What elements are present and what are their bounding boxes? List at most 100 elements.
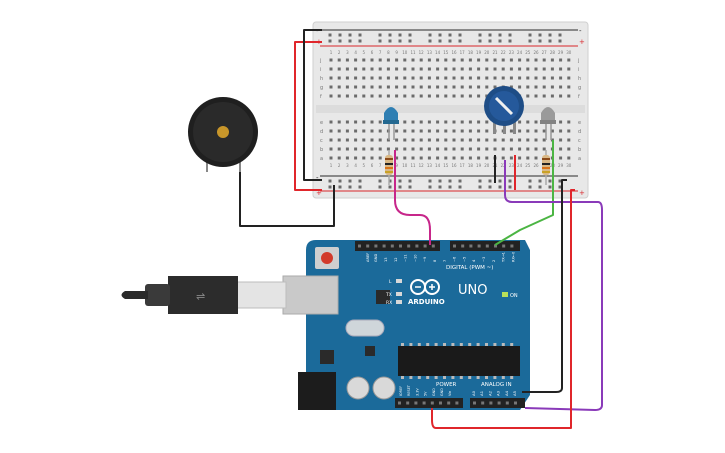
rail-hole[interactable] [458, 39, 462, 43]
breadboard-hole[interactable] [337, 120, 341, 124]
header-pin[interactable] [473, 401, 476, 405]
breadboard-hole[interactable] [362, 129, 366, 133]
breadboard-hole[interactable] [403, 67, 407, 71]
breadboard-hole[interactable] [518, 156, 522, 160]
breadboard-hole[interactable] [567, 94, 571, 98]
breadboard-hole[interactable] [444, 138, 448, 142]
breadboard-hole[interactable] [354, 76, 358, 80]
rail-hole[interactable] [398, 179, 402, 183]
breadboard-hole[interactable] [493, 147, 497, 151]
breadboard-hole[interactable] [509, 129, 513, 133]
power-header[interactable] [395, 398, 463, 408]
breadboard-hole[interactable] [460, 85, 464, 89]
rail-hole[interactable] [378, 185, 382, 189]
breadboard-hole[interactable] [493, 85, 497, 89]
breadboard-hole[interactable] [337, 138, 341, 142]
breadboard-hole[interactable] [509, 76, 513, 80]
breadboard-hole[interactable] [395, 76, 399, 80]
breadboard-hole[interactable] [345, 94, 349, 98]
breadboard-hole[interactable] [436, 156, 440, 160]
rail-hole[interactable] [398, 185, 402, 189]
header-pin[interactable] [502, 244, 506, 248]
breadboard-hole[interactable] [534, 156, 538, 160]
breadboard-hole[interactable] [444, 85, 448, 89]
breadboard-hole[interactable] [345, 147, 349, 151]
breadboard-hole[interactable] [354, 94, 358, 98]
breadboard-hole[interactable] [354, 138, 358, 142]
breadboard-hole[interactable] [518, 76, 522, 80]
breadboard-hole[interactable] [362, 76, 366, 80]
rail-hole[interactable] [548, 33, 552, 37]
breadboard-hole[interactable] [559, 138, 563, 142]
breadboard-hole[interactable] [477, 138, 481, 142]
rail-hole[interactable] [328, 185, 332, 189]
rail-hole[interactable] [378, 39, 382, 43]
breadboard-hole[interactable] [550, 129, 554, 133]
rail-hole[interactable] [398, 33, 402, 37]
rail-hole[interactable] [508, 179, 512, 183]
white-led[interactable] [540, 107, 556, 140]
header-pin[interactable] [497, 401, 501, 405]
breadboard-hole[interactable] [427, 120, 431, 124]
breadboard-hole[interactable] [337, 76, 341, 80]
rail-hole[interactable] [428, 39, 432, 43]
breadboard-hole[interactable] [452, 67, 456, 71]
breadboard-hole[interactable] [354, 120, 358, 124]
header-pin[interactable] [374, 244, 378, 248]
breadboard-hole[interactable] [518, 138, 522, 142]
breadboard-hole[interactable] [345, 85, 349, 89]
breadboard-hole[interactable] [362, 94, 366, 98]
breadboard-hole[interactable] [559, 58, 563, 62]
rail-hole[interactable] [488, 39, 492, 43]
breadboard-hole[interactable] [362, 85, 366, 89]
rail-hole[interactable] [388, 33, 392, 37]
breadboard-hole[interactable] [567, 129, 571, 133]
breadboard-hole[interactable] [378, 94, 382, 98]
rail-hole[interactable] [508, 39, 512, 43]
breadboard-hole[interactable] [370, 85, 374, 89]
breadboard-hole[interactable] [403, 94, 407, 98]
breadboard-hole[interactable] [403, 129, 407, 133]
breadboard-hole[interactable] [378, 138, 382, 142]
header-pin[interactable] [422, 401, 426, 405]
breadboard-hole[interactable] [329, 85, 333, 89]
breadboard-hole[interactable] [526, 85, 530, 89]
breadboard-hole[interactable] [362, 67, 366, 71]
breadboard-hole[interactable] [345, 156, 349, 160]
rail-hole[interactable] [428, 179, 432, 183]
breadboard-hole[interactable] [378, 76, 382, 80]
breadboard-hole[interactable] [395, 67, 399, 71]
breadboard-hole[interactable] [509, 156, 513, 160]
breadboard-hole[interactable] [460, 138, 464, 142]
wires[interactable] [239, 29, 603, 429]
breadboard-hole[interactable] [567, 120, 571, 124]
rail-hole[interactable] [438, 39, 442, 43]
breadboard-hole[interactable] [329, 129, 333, 133]
breadboard-hole[interactable] [329, 147, 333, 151]
resistor-1[interactable] [385, 150, 393, 185]
breadboard-hole[interactable] [419, 156, 423, 160]
rail-hole[interactable] [448, 185, 452, 189]
breadboard-hole[interactable] [329, 67, 333, 71]
breadboard-hole[interactable] [477, 129, 481, 133]
breadboard-hole[interactable] [427, 67, 431, 71]
rail-hole[interactable] [338, 33, 342, 37]
breadboard-hole[interactable] [337, 156, 341, 160]
breadboard-hole[interactable] [509, 138, 513, 142]
breadboard-hole[interactable] [468, 85, 472, 89]
breadboard-hole[interactable] [567, 76, 571, 80]
breadboard-hole[interactable] [419, 138, 423, 142]
breadboard-hole[interactable] [395, 85, 399, 89]
rail-hole[interactable] [398, 39, 402, 43]
breadboard-hole[interactable] [493, 58, 497, 62]
breadboard-hole[interactable] [452, 147, 456, 151]
rail-hole[interactable] [498, 39, 502, 43]
breadboard-hole[interactable] [550, 76, 554, 80]
breadboard-hole[interactable] [427, 76, 431, 80]
piezo-buzzer[interactable] [188, 97, 258, 172]
breadboard-hole[interactable] [485, 58, 489, 62]
breadboard-hole[interactable] [354, 58, 358, 62]
rail-hole[interactable] [328, 33, 332, 37]
header-pin[interactable] [494, 244, 497, 248]
breadboard-hole[interactable] [559, 94, 563, 98]
